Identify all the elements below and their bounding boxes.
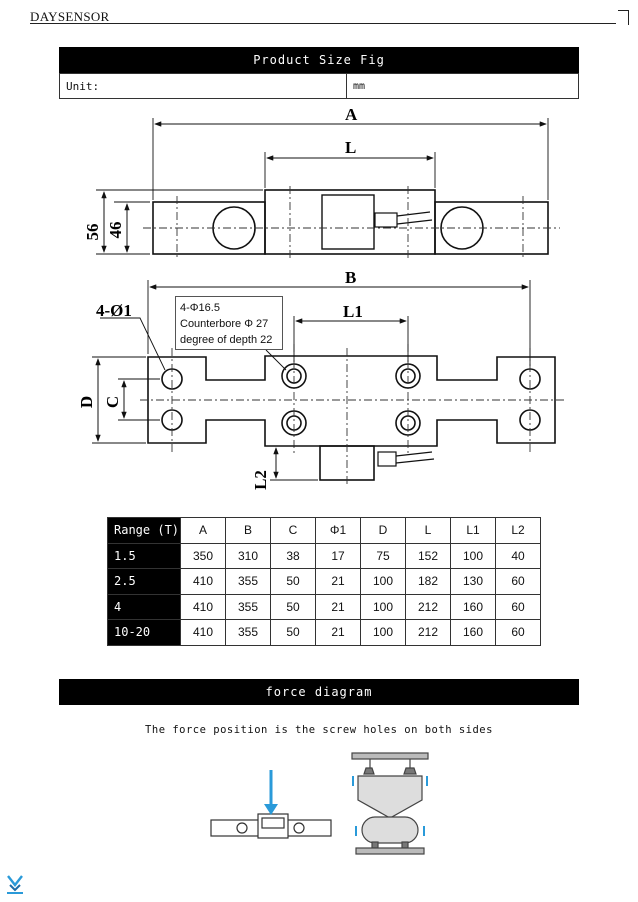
cell: 100 xyxy=(450,542,496,569)
cell: 152 xyxy=(405,542,451,569)
cell: 21 xyxy=(315,593,361,620)
cell: 350 xyxy=(180,542,226,569)
counterbore-note: 4-Φ16.5 Counterbore Φ 27 degree of depth… xyxy=(175,296,283,350)
spec-header-row: Range (T) A B C Φ1 D L L1 L2 xyxy=(107,517,541,544)
hopper-icon xyxy=(351,752,429,819)
range-cell: 2.5 xyxy=(107,568,181,595)
cell: 212 xyxy=(405,619,451,646)
table-row: 10-20 410 355 50 21 100 212 160 60 xyxy=(107,619,541,646)
header-l2: L2 xyxy=(495,517,541,544)
table-row: 4 410 355 50 21 100 212 160 60 xyxy=(107,593,541,620)
force-caption: The force position is the screw holes on… xyxy=(145,724,493,736)
cell: 355 xyxy=(225,593,271,620)
header-rule xyxy=(30,23,616,24)
cell: 310 xyxy=(225,542,271,569)
range-cell: 1.5 xyxy=(107,542,181,569)
header-d: D xyxy=(360,517,406,544)
top-view-cable-gland xyxy=(374,212,398,228)
spec-table: Range (T) A B C Φ1 D L L1 L2 1.5 350 310… xyxy=(107,517,541,646)
brand-name: DAYSENSOR xyxy=(30,9,110,24)
cell: 60 xyxy=(495,568,541,595)
cell: 130 xyxy=(450,568,496,595)
cell: 355 xyxy=(225,619,271,646)
cell: 21 xyxy=(315,568,361,595)
header-a: A xyxy=(180,517,226,544)
cell: 50 xyxy=(270,619,316,646)
dim-56-label: 56 xyxy=(83,224,102,241)
table-row: 1.5 350 310 38 17 75 152 100 40 xyxy=(107,542,541,569)
cell: 410 xyxy=(180,619,226,646)
table-row: 2.5 410 355 50 21 100 182 130 60 xyxy=(107,568,541,595)
front-view-outline xyxy=(147,355,556,447)
dim-a-label: A xyxy=(345,105,358,124)
tank-icon xyxy=(355,816,425,855)
header-range: Range (T) xyxy=(107,517,181,544)
note-line-3: degree of depth 22 xyxy=(180,334,273,346)
cell: 410 xyxy=(180,593,226,620)
cell: 75 xyxy=(360,542,406,569)
cell: 160 xyxy=(450,619,496,646)
dim-l2-label: L2 xyxy=(251,470,270,490)
header-b: B xyxy=(225,517,271,544)
front-view-cable-gland xyxy=(377,451,397,467)
corner-mark xyxy=(618,10,629,25)
dim-b-label: B xyxy=(345,268,356,287)
unit-row: Unit: mm xyxy=(59,73,579,99)
dim-c-label: C xyxy=(103,396,122,408)
cell: 182 xyxy=(405,568,451,595)
range-cell: 4 xyxy=(107,593,181,620)
dim-d-label: D xyxy=(77,396,96,408)
size-section-title: Product Size Fig xyxy=(59,47,579,73)
dim-l-label: L xyxy=(345,138,356,157)
cell: 50 xyxy=(270,568,316,595)
cell: 160 xyxy=(450,593,496,620)
header-l1: L1 xyxy=(450,517,496,544)
note-line-1: 4-Φ16.5 xyxy=(180,302,220,314)
header-c: C xyxy=(270,517,316,544)
cell: 100 xyxy=(360,619,406,646)
unit-label: Unit: xyxy=(60,74,347,98)
header-phi1: Φ1 xyxy=(315,517,361,544)
dim-hole-label: 4-Ø1 xyxy=(96,301,132,320)
cell: 60 xyxy=(495,593,541,620)
dim-46-label: 46 xyxy=(106,222,125,239)
force-arrow-icon xyxy=(264,770,278,815)
cell: 17 xyxy=(315,542,361,569)
top-view-sensor xyxy=(321,194,375,250)
cell: 40 xyxy=(495,542,541,569)
note-line-2: Counterbore Φ 27 xyxy=(180,318,269,330)
unit-value: mm xyxy=(353,80,366,92)
header-l: L xyxy=(405,517,451,544)
cell: 100 xyxy=(360,593,406,620)
cell: 50 xyxy=(270,593,316,620)
brand-logo-icon xyxy=(7,875,23,894)
cell: 355 xyxy=(225,568,271,595)
cell: 21 xyxy=(315,619,361,646)
cell: 38 xyxy=(270,542,316,569)
cell: 100 xyxy=(360,568,406,595)
force-section-title: force diagram xyxy=(59,679,579,705)
cell: 212 xyxy=(405,593,451,620)
dim-l1-label: L1 xyxy=(343,302,363,321)
range-cell: 10-20 xyxy=(107,619,181,646)
cell: 410 xyxy=(180,568,226,595)
cell: 60 xyxy=(495,619,541,646)
